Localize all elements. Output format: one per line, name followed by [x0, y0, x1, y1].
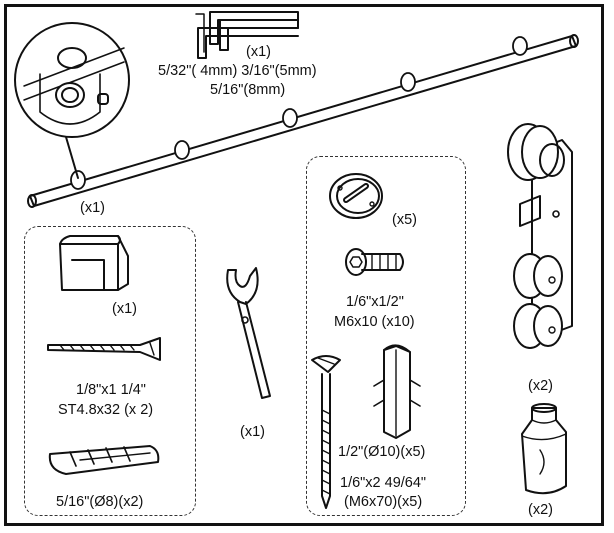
fasteners-group: [306, 156, 466, 516]
hex-keys-qty: (x1): [246, 44, 271, 60]
outer-frame: [4, 4, 604, 526]
hex-keys-sizes-line2: 5/16"(8mm): [210, 82, 286, 98]
screw-size-line1: 1/8"x1 1/4": [76, 382, 146, 398]
hex-keys-icon: [195, 11, 299, 59]
magnifier-detail-icon: [14, 22, 130, 179]
spanner-wrench-icon: [226, 267, 271, 399]
small-parts-group: [24, 226, 196, 516]
floor-guide-icon: [59, 235, 129, 291]
screw-size-line2: ST4.8x32 (x 2): [58, 402, 154, 418]
guide-qty: (x1): [112, 301, 137, 317]
lag-screw-size-line1: 1/6"x2 49/64": [340, 475, 427, 491]
lag-screw-icon: [311, 355, 341, 509]
small-anchor-label: 5/16"(Ø8)(x2): [56, 494, 144, 510]
wrench-qty: (x1): [240, 424, 265, 440]
lag-screw-size-line2: (M6x70)(x5): [344, 494, 423, 510]
rail-icon: [27, 34, 579, 208]
stopper-qty: (x2): [528, 502, 553, 518]
bolt-size-line2: M6x10 (x10): [334, 314, 415, 330]
rail-stopper-icon: [521, 403, 567, 495]
small-anchor-icon: [48, 445, 160, 475]
hex-bolt-icon: [345, 248, 404, 276]
bolt-size-line1: 1/6"x1/2": [346, 294, 404, 310]
wall-anchor-label: 1/2"(Ø10)(x5): [338, 444, 426, 460]
hex-keys-sizes-line1: 5/32"( 4mm) 3/16"(5mm): [158, 63, 317, 79]
wall-bracket-disc-icon: [329, 173, 383, 219]
disc-bracket-qty: (x5): [392, 212, 417, 228]
wood-screw-icon: [47, 337, 161, 361]
roller-hanger-icon: [507, 123, 573, 349]
rail-qty: (x1): [80, 200, 105, 216]
wall-anchor-icon: [373, 344, 421, 439]
roller-qty: (x2): [528, 378, 553, 394]
